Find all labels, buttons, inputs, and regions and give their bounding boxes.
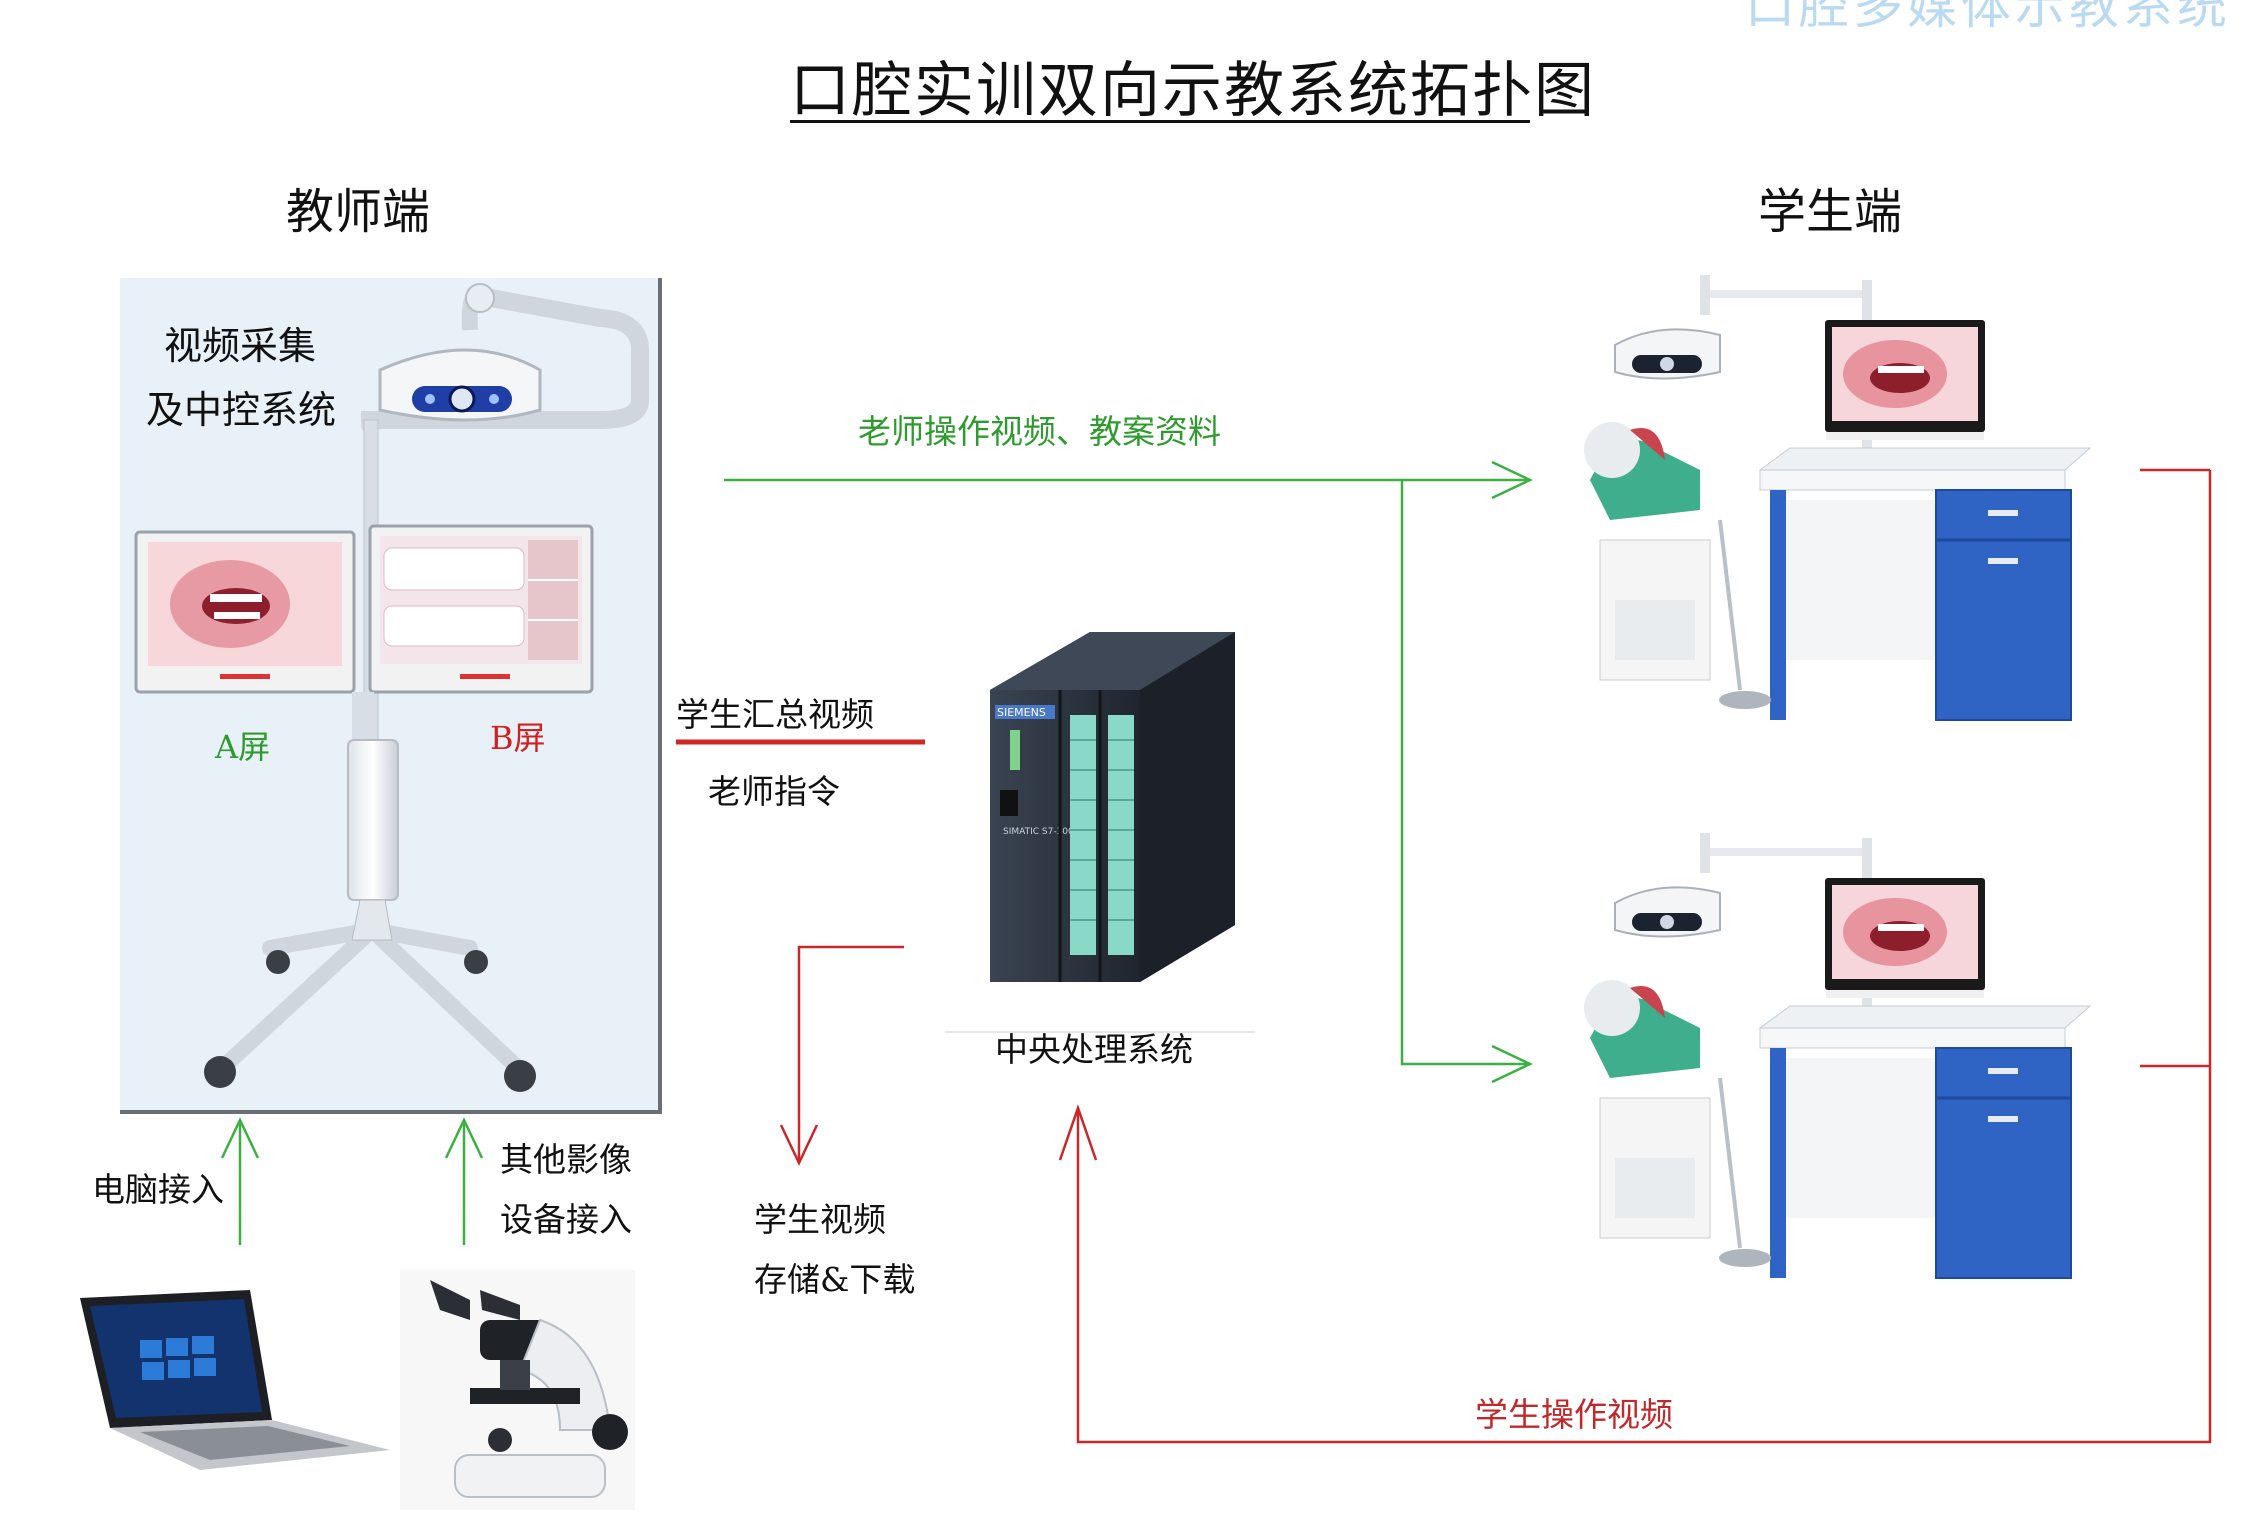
teacher-flow-label: 老师操作视频、教案资料	[858, 412, 1221, 451]
monitor-b-icon	[368, 524, 594, 694]
title-underline	[790, 120, 1530, 123]
other-input-line2: 设备接入	[500, 1200, 632, 1239]
screen-a-label: A屏	[215, 728, 271, 766]
microscope-icon	[400, 1270, 635, 1510]
student-summary-label: 学生汇总视频	[676, 695, 874, 734]
teacher-side-heading: 教师端	[286, 184, 431, 240]
input-arrows	[220, 1117, 484, 1245]
operating-light-icon	[378, 348, 542, 422]
student-operation-video-label: 学生操作视频	[1475, 1395, 1673, 1434]
student-operation-video-flow	[1058, 468, 2212, 1444]
storage-label: 学生视频 存储&下载	[754, 1190, 915, 1310]
student-workstation-2-icon	[1584, 833, 2092, 1279]
teacher-command-label: 老师指令	[708, 772, 840, 811]
central-processing-label: 中央处理系统	[995, 1030, 1193, 1069]
video-capture-line2: 及中控系统	[146, 388, 337, 432]
pc-input-label: 电脑接入	[92, 1170, 224, 1209]
screen-b-label: B屏	[490, 719, 546, 757]
student-side-heading: 学生端	[1758, 184, 1903, 240]
other-device-input-label: 其他影像 设备接入	[500, 1130, 632, 1250]
student-workstation-1-icon	[1584, 275, 2092, 721]
teacher-to-students-flow	[724, 460, 1533, 1084]
central-processing-unit-icon: SIEMENS SIMATIC S7-300	[945, 632, 1255, 1033]
video-capture-label: 视频采集 及中控系统	[146, 314, 336, 442]
watermark-text: 口腔多媒体示教系统	[1745, 0, 2231, 35]
video-capture-line1: 视频采集	[164, 324, 317, 368]
storage-label-line2: 存储&下载	[754, 1260, 916, 1299]
teacher-equipment-illustration	[134, 283, 649, 1092]
laptop-icon	[80, 1290, 390, 1470]
plc-brand-label: SIEMENS	[997, 706, 1046, 719]
other-input-line1: 其他影像	[500, 1140, 632, 1179]
plc-model-label: SIMATIC S7-300	[1003, 827, 1074, 837]
storage-label-line1: 学生视频	[754, 1200, 886, 1239]
diagram-title: 口腔实训双向示教系统拓扑图	[790, 56, 1596, 126]
monitor-a-icon	[134, 530, 356, 694]
caster-wheel-icon	[204, 950, 536, 1092]
storage-flow	[779, 945, 904, 1166]
